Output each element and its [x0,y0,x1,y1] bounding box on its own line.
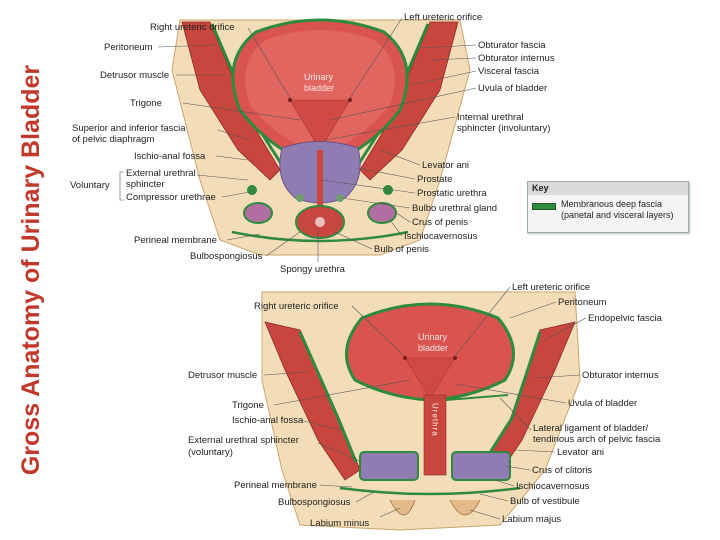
key-swatch-fascia [532,203,556,210]
label-female-bulbospongiosus: Bulbospongiosus [278,497,351,508]
female-urethra [423,394,447,476]
label-male-uvula-of-bladder: Uvula of bladder [478,83,547,94]
male-bladder-inner [245,30,395,155]
label-male-bladder-2: bladder [304,83,334,93]
label-male-detrusor-muscle: Detrusor muscle [100,70,169,81]
label-male-prostatic-urethra: Prostatic urethra [417,188,487,199]
label-female-endopelvic-fascia: Endopelvic fascia [588,313,663,324]
label-male-internal-sphincter-1: Internal urethral [457,112,524,123]
key-heading: Key [528,182,688,195]
male-right-ureteric-orifice [288,98,292,102]
label-female-lateral-ligament-2: tendinous arch of pelvic fascia [533,434,661,445]
label-male-right-ureteric-orifice: Right ureteric orifice [150,22,234,33]
male-voluntary-bracket [119,171,124,201]
female-section: Urethra [261,291,581,531]
label-female-peritoneum: Peritoneum [558,297,607,308]
label-female-right-ureteric-orifice: Right ureteric orifice [254,301,338,312]
label-female-bulb-of-vestibule: Bulb of vestibule [510,496,580,507]
label-female-levator-ani: Levator ani [557,447,604,458]
female-labium-right [449,499,481,516]
male-labels: Right ureteric orifice Left ureteric ori… [70,12,555,275]
female-fascia-right [482,331,542,463]
male-bulbourethral-left [296,194,304,202]
label-female-bladder-1: Urinary [418,332,448,342]
label-male-sup-inf-fascia-1: Superior and inferior fascia [72,123,186,134]
label-female-external-sphincter-1: External urethral sphincter [188,435,299,446]
label-male-left-ureteric-orifice: Left ureteric orifice [404,12,482,23]
male-spongy-urethra [315,217,325,227]
label-male-obturator-internus: Obturator internus [478,53,555,64]
label-male-ischiocavernosus: Ischiocavernosus [404,231,478,242]
male-crus-right [367,202,397,224]
male-left-ureteric-orifice [348,98,352,102]
label-male-bulbourethral-gland: Bulbo urethral gland [412,203,497,214]
label-female-bladder-2: bladder [418,343,448,353]
female-labium-left [389,499,416,516]
label-male-obturator-fascia: Obturator fascia [478,40,546,51]
label-female-urethra: Urethra [431,403,440,437]
label-male-sup-inf-fascia-2: of pelvic diaphragm [72,134,154,145]
label-male-peritoneum: Peritoneum [104,42,153,53]
label-female-ischiocavernosus: Ischiocavernosus [516,481,590,492]
key-entry-text: Membranous deep fascia (parietal and vis… [561,199,674,221]
label-male-perineal-membrane: Perineal membrane [134,235,217,246]
label-female-crus-of-clitoris: Crus of clitoris [532,465,592,476]
female-right-ureteric-orifice [403,356,407,360]
label-male-levator-ani: Levator ani [422,160,469,171]
key-legend: Key Membranous deep fascia (parietal and… [527,181,689,233]
male-crus-left [243,202,273,224]
label-male-trigone: Trigone [130,98,162,109]
label-female-ischio-anal-fossa: Ischio-anal fossa [232,415,304,426]
label-female-external-sphincter-2: (voluntary) [188,447,233,458]
key-entry-line1: Membranous deep fascia [561,199,663,209]
label-male-spongy-urethra: Spongy urethra [280,264,346,275]
female-leader-lines [263,286,587,520]
label-male-visceral-fascia: Visceral fascia [478,66,540,77]
female-left-ureteric-orifice [453,356,457,360]
male-bulbourethral-right [336,194,344,202]
label-female-uvula-of-bladder: Uvula of bladder [568,398,637,409]
label-male-bulb-of-penis: Bulb of penis [374,244,429,255]
female-bladder [345,302,515,402]
key-entry-line2: (parietal and visceral layers) [561,210,674,220]
male-trigone [289,99,351,151]
label-female-labium-majus: Labium majus [502,514,561,525]
label-male-voluntary: Voluntary [70,180,110,191]
female-labels: Right ureteric orifice Left ureteric ori… [188,282,663,529]
key-entry: Membranous deep fascia (parietal and vis… [528,195,688,221]
male-compressor-right [383,185,393,195]
female-left-sphincter-block [359,451,419,481]
label-male-bladder-1: Urinary [304,72,334,82]
label-female-perineal-membrane: Perineal membrane [234,480,317,491]
label-female-trigone: Trigone [232,400,264,411]
female-right-sphincter-block [451,451,511,481]
label-male-crus-of-penis: Crus of penis [412,217,468,228]
label-female-left-ureteric-orifice: Left ureteric orifice [512,282,590,293]
label-female-obturator-internus: Obturator internus [582,370,659,381]
female-trigone [404,357,456,399]
label-male-ischio-anal-fossa: Ischio-anal fossa [134,151,206,162]
female-lateral-ligament [445,394,509,401]
male-leader-lines [157,17,477,262]
label-male-external-urethral-2: sphincter [126,179,165,190]
female-perineal-membrane [339,486,521,496]
male-section [171,18,471,256]
male-perineal-membrane [231,230,409,243]
label-female-labium-minus: Labium minus [310,518,369,529]
label-male-prostate: Prostate [417,174,452,185]
label-male-compressor-urethrae: Compressor urethrae [126,192,216,203]
female-fascia-left [298,331,358,463]
label-female-lateral-ligament-1: Lateral ligament of bladder/ [533,423,648,434]
label-male-external-urethral-1: External urethral [126,168,196,179]
male-compressor-left [247,185,257,195]
label-female-detrusor-muscle: Detrusor muscle [188,370,257,381]
label-male-bulbospongiosus: Bulbospongiosus [190,251,263,262]
label-male-internal-sphincter-2: sphincter (involuntary) [457,123,550,134]
